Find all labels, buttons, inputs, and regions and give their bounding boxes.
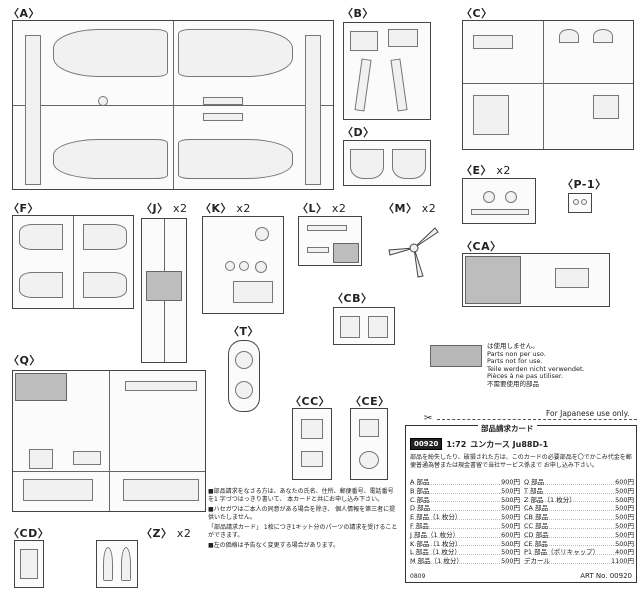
price-row: Z 部品（1 枚分）500円 (524, 495, 634, 504)
sprue-label-k: 〈K〉 x2 (200, 202, 251, 215)
sprue-label-cc: 〈CC〉 (290, 395, 331, 408)
art-number: ART No. 00920 (580, 572, 632, 580)
sprue-ce-frame (350, 408, 388, 480)
sprue-label-f: 〈F〉 (8, 202, 40, 215)
sprue-j-frame (141, 218, 187, 363)
sprue-m-propeller (385, 216, 443, 280)
sprue-c-frame (462, 20, 634, 150)
card-title: 部品請求カード (478, 423, 537, 434)
sprue-label-j: 〈J〉 x2 (141, 202, 188, 215)
not-used-swatch (430, 345, 482, 367)
cut-line (437, 419, 637, 420)
price-row: K 部品（1 枚分）500円 (410, 539, 520, 548)
sprue-cd-frame (14, 540, 44, 588)
sprue-label-t: 〈T〉 (228, 325, 260, 338)
model-name: ユンカース Ju88D-1 (470, 439, 549, 449)
sprue-a-frame (12, 20, 334, 190)
card-instructions: 部品を紛失したり、破損された方は、このカードの必要部品を〇でかこみ代金を郵便普通… (410, 454, 632, 469)
sprue-cb-frame (333, 307, 395, 345)
sprue-label-m: 〈M〉 x2 (383, 202, 437, 215)
sprue-label-l: 〈L〉 x2 (297, 202, 347, 215)
note-line: ■ハセガワはご本人の同意がある場合を除き、 個人情報を第三者に提供いたしません。 (208, 506, 396, 521)
sprue-p1-frame (568, 193, 592, 213)
sprue-e-frame (462, 178, 536, 224)
sprue-z-frame (96, 540, 138, 588)
sprue-label-z: 〈Z〉 x2 (141, 527, 192, 540)
sprue-label-cb: 〈CB〉 (332, 292, 373, 305)
scissors-icon: ✂ (424, 413, 433, 424)
sprue-cc-frame (292, 408, 332, 480)
sprue-q-frame (12, 370, 206, 512)
japanese-only-note: For Japanese use only. (546, 409, 630, 418)
note-line: ■左の価格は予告なく変更する場合があります。 (208, 542, 340, 549)
sprue-label-d: 〈D〉 (342, 126, 375, 139)
sprue-label-e: 〈E〉 x2 (461, 164, 511, 177)
not-used-legend: は使用しません。 Parts non per uso. Parts not fo… (487, 342, 585, 388)
sprue-label-cd: 〈CD〉 (8, 527, 50, 540)
sprue-ca-frame (462, 253, 610, 307)
price-row: J 部品（1 枚分）600円 (410, 530, 520, 539)
sprue-f-frame (12, 215, 134, 309)
card-header: 00920 1:72 ユンカース Ju88D-1 (410, 438, 548, 450)
sprue-d-frame (343, 140, 431, 186)
sprue-b-frame (343, 22, 431, 120)
sprue-label-b: 〈B〉 (342, 7, 374, 20)
price-row: P1 部品（ポリキャップ）400円 (524, 548, 634, 557)
note-line: ■部品請求をなさる方は、あなたの氏名、住所、郵便番号、電話番号を1 字づつはっき… (208, 488, 394, 503)
sprue-label-c: 〈C〉 (461, 7, 493, 20)
order-notes: ■部品請求をなさる方は、あなたの氏名、住所、郵便番号、電話番号を1 字づつはっき… (208, 488, 398, 552)
print-date: 0809 (410, 573, 426, 580)
sprue-t-frame (228, 340, 260, 412)
sprue-label-p1: 〈P-1〉 (562, 178, 607, 191)
price-row: L 部品（1 枚分）500円 (410, 548, 520, 557)
sprue-k-frame (202, 216, 284, 314)
product-code: 00920 (410, 438, 443, 450)
note-line: 「部品請求カード」 1枚につき1キット分のパーツの請求を受けることができます。 (208, 524, 398, 539)
parts-order-card: For Japanese use only. 部品請求カード 00920 1:7… (405, 409, 637, 583)
sprue-l-frame (298, 216, 362, 266)
price-row: M 部品（1 枚分）500円 (410, 557, 520, 566)
sprue-label-ca: 〈CA〉 (461, 240, 502, 253)
sprue-label-q: 〈Q〉 (8, 354, 41, 367)
scale-label: 1:72 (446, 439, 467, 449)
price-row: E 部品（1 枚分）500円 (410, 513, 520, 522)
sprue-label-ce: 〈CE〉 (350, 395, 390, 408)
sprue-label-a: 〈A〉 (8, 7, 41, 20)
